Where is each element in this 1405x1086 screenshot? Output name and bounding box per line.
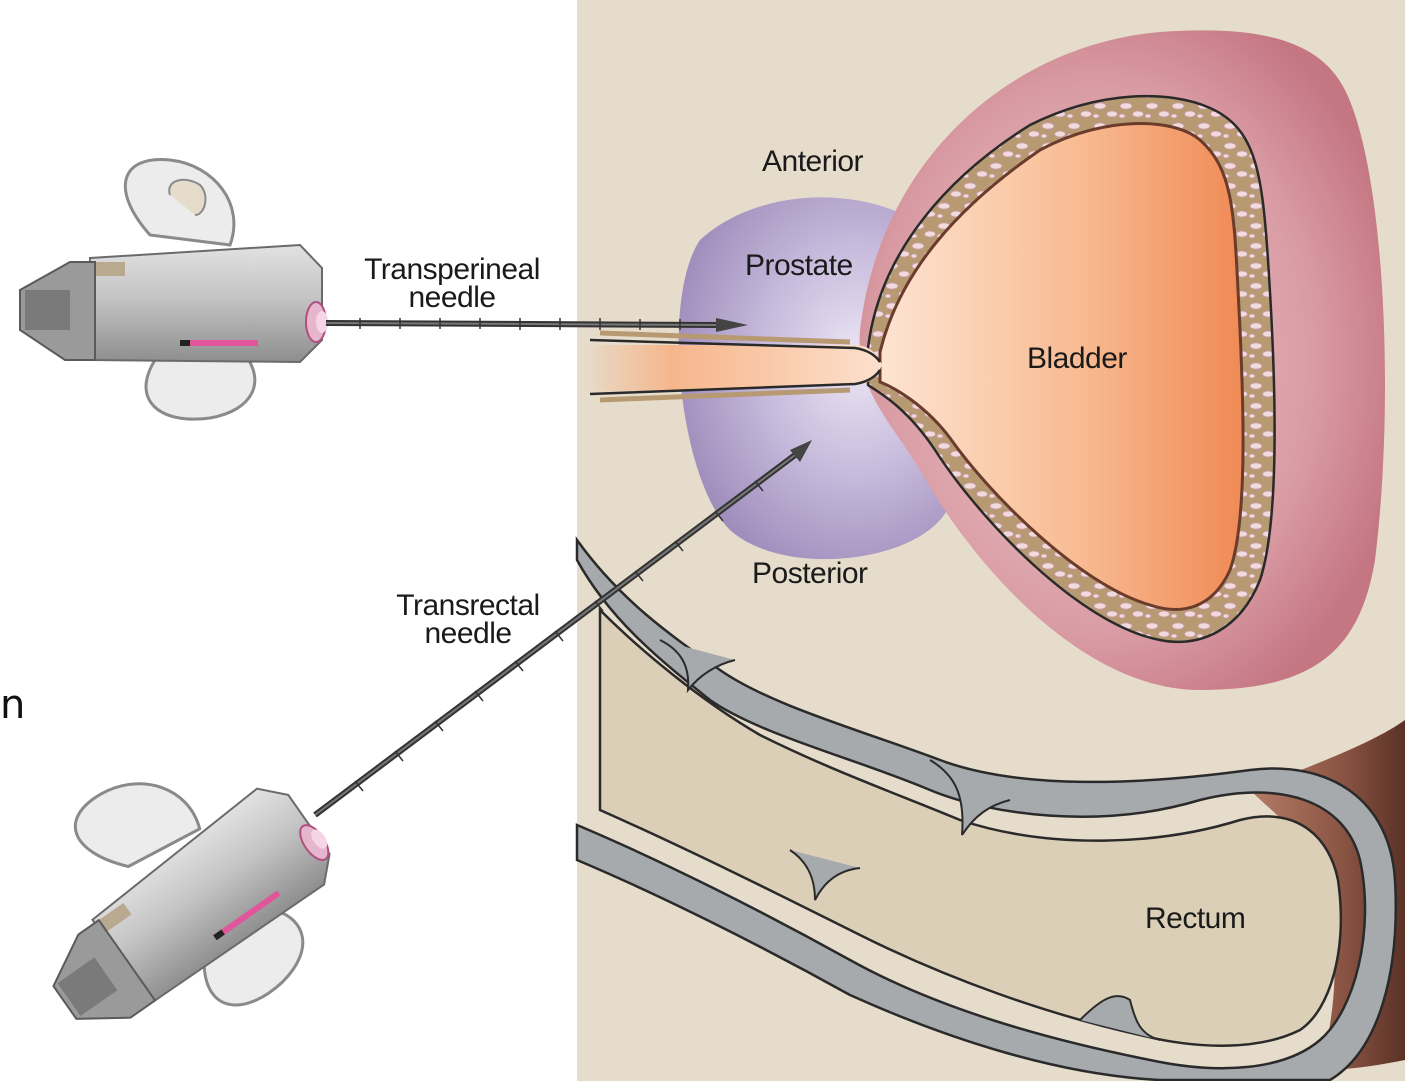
label-prostate: Prostate — [745, 252, 853, 280]
cut-off-text: n — [0, 685, 25, 725]
label-transrectal-needle: Transrectal needle — [388, 592, 548, 648]
label-rectum: Rectum — [1145, 905, 1245, 933]
label-posterior: Posterior — [752, 560, 868, 588]
label-transperineal-line1: Transperineal — [352, 256, 552, 284]
label-transrectal-line1: Transrectal — [388, 592, 548, 620]
biopsy-gun-icon — [0, 703, 380, 1081]
label-anterior: Anterior — [762, 148, 863, 176]
label-transperineal-needle: Transperineal needle — [352, 256, 552, 312]
biopsy-gun-icon — [20, 160, 328, 420]
label-transperineal-line2: needle — [352, 284, 552, 312]
label-transrectal-line2: needle — [388, 620, 548, 648]
label-bladder: Bladder — [1027, 345, 1127, 373]
